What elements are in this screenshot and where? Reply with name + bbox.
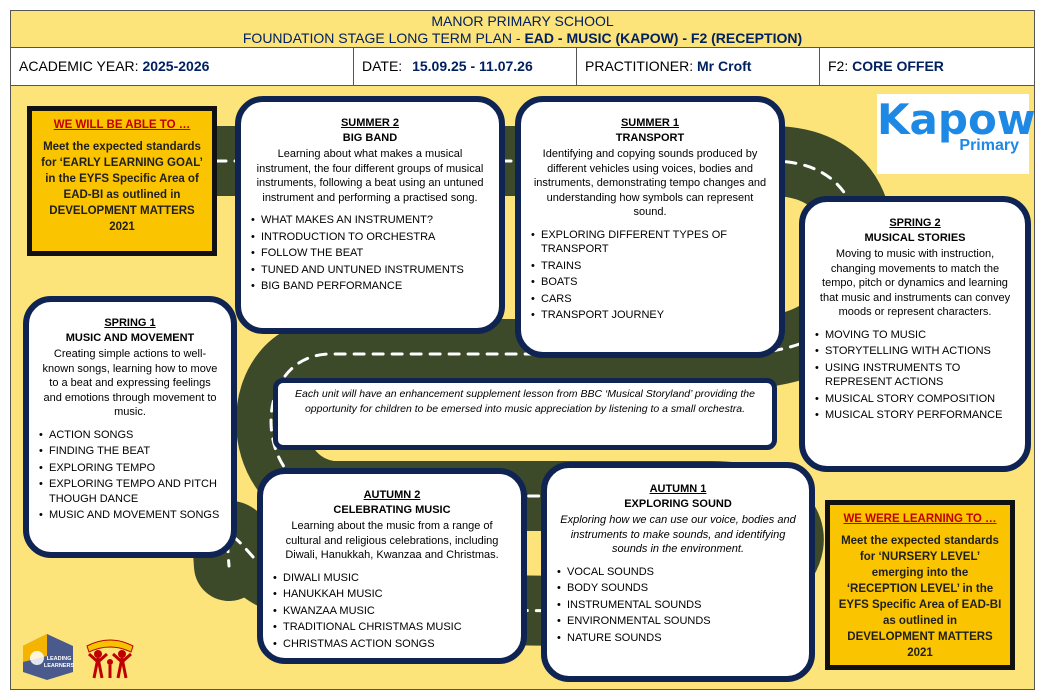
goal-text: Meet the expected standards for ‘EARLY L… xyxy=(41,141,203,233)
unit-card-spring-1: SPRING 1 MUSIC AND MOVEMENT Creating sim… xyxy=(23,296,237,558)
prior-text: Meet the expected standards for ‘NURSERY… xyxy=(838,535,1002,659)
list-item: KWANZAA MUSIC xyxy=(273,604,511,619)
unit-description: Learning about what makes a musical inst… xyxy=(256,148,484,204)
kapow-logo-sub: Primary xyxy=(959,137,1019,154)
list-item: BOATS xyxy=(531,275,769,290)
list-item: INTRODUCTION TO ORCHESTRA xyxy=(251,230,489,245)
unit-description: Creating simple actions to well-known so… xyxy=(42,348,218,418)
unit-topic-list: MOVING TO MUSIC STORYTELLING WITH ACTION… xyxy=(815,328,1015,423)
list-item: MUSIC AND MOVEMENT SONGS xyxy=(39,508,221,523)
offer-cell: F2: CORE OFFER xyxy=(820,48,1034,85)
list-item: DIWALI MUSIC xyxy=(273,571,511,586)
goal-box: WE WILL BE ABLE TO … Meet the expected s… xyxy=(27,106,217,256)
prior-learning-box: WE WERE LEARNING TO … Meet the expected … xyxy=(825,500,1015,670)
list-item: FOLLOW THE BEAT xyxy=(251,246,489,261)
date-label: DATE: xyxy=(362,58,403,74)
leading-learners-text-2: LEARNERS xyxy=(44,663,75,669)
plan-title-prefix: FOUNDATION STAGE LONG TERM PLAN - xyxy=(242,30,525,46)
unit-title: TRANSPORT xyxy=(615,131,685,144)
list-item: BIG BAND PERFORMANCE xyxy=(251,279,489,294)
list-item: TUNED AND UNTUNED INSTRUMENTS xyxy=(251,263,489,278)
list-item: EXPLORING TEMPO xyxy=(39,461,221,476)
leading-learners-logo: LEADING LEARNERS xyxy=(19,632,77,682)
list-item: ACTION SONGS xyxy=(39,428,221,443)
unit-title: CELEBRATING MUSIC xyxy=(333,503,451,516)
enhancement-note: Each unit will have an enhancement suppl… xyxy=(273,378,777,450)
school-name: MANOR PRIMARY SCHOOL xyxy=(431,13,614,29)
date-cell: DATE: 15.09.25 - 11.07.26 xyxy=(354,48,577,85)
unit-card-summer-1: SUMMER 1 TRANSPORT Identifying and copyi… xyxy=(515,96,785,358)
list-item: MUSICAL STORY PERFORMANCE xyxy=(815,408,1015,423)
plan-area: WE WILL BE ABLE TO … Meet the expected s… xyxy=(10,86,1035,690)
plan-title: FOUNDATION STAGE LONG TERM PLAN - EAD - … xyxy=(11,30,1034,47)
list-item: WHAT MAKES AN INSTRUMENT? xyxy=(251,213,489,228)
prior-heading: WE WERE LEARNING TO … xyxy=(843,513,997,525)
unit-term: SPRING 1 xyxy=(104,317,156,329)
list-item: TRADITIONAL CHRISTMAS MUSIC xyxy=(273,620,511,635)
practitioner-cell: PRACTITIONER: Mr Croft xyxy=(577,48,820,85)
list-item: ENVIRONMENTAL SOUNDS xyxy=(557,614,799,629)
offer-label: F2: xyxy=(828,58,849,74)
school-crest-icon xyxy=(86,639,134,679)
date-value: 15.09.25 - 11.07.26 xyxy=(412,58,533,74)
list-item: STORYTELLING WITH ACTIONS xyxy=(815,344,1015,359)
list-item: MOVING TO MUSIC xyxy=(815,328,1015,343)
list-item: NATURE SOUNDS xyxy=(557,631,799,646)
unit-title: MUSICAL STORIES xyxy=(864,231,966,244)
unit-card-summer-2: SUMMER 2 BIG BAND Learning about what ma… xyxy=(235,96,505,334)
practitioner-value: Mr Croft xyxy=(697,58,752,74)
unit-topic-list: WHAT MAKES AN INSTRUMENT? INTRODUCTION T… xyxy=(251,213,489,294)
unit-term: SUMMER 2 xyxy=(340,117,400,129)
unit-description: Exploring how we can use our voice, bodi… xyxy=(560,514,796,555)
unit-topic-list: ACTION SONGS FINDING THE BEAT EXPLORING … xyxy=(39,428,221,523)
list-item: EXPLORING DIFFERENT TYPES OF TRANSPORT xyxy=(531,228,769,257)
list-item: BODY SOUNDS xyxy=(557,581,799,596)
unit-term: SPRING 2 xyxy=(889,217,941,229)
unit-description: Moving to music with instruction, changi… xyxy=(819,248,1011,318)
unit-card-autumn-1: AUTUMN 1 EXPLORING SOUND Exploring how w… xyxy=(541,462,815,682)
goal-heading: WE WILL BE ABLE TO … xyxy=(53,119,191,131)
unit-description: Learning about the music from a range of… xyxy=(285,520,499,561)
list-item: FINDING THE BEAT xyxy=(39,444,221,459)
unit-topic-list: EXPLORING DIFFERENT TYPES OF TRANSPORT T… xyxy=(531,228,769,323)
list-item: TRAINS xyxy=(531,259,769,274)
list-item: INSTRUMENTAL SOUNDS xyxy=(557,598,799,613)
unit-topic-list: VOCAL SOUNDS BODY SOUNDS INSTRUMENTAL SO… xyxy=(557,565,799,646)
kapow-primary-logo: Kapow Primary xyxy=(877,94,1035,174)
unit-title: EXPLORING SOUND xyxy=(624,497,732,510)
school-crest-logo xyxy=(81,632,139,682)
list-item: VOCAL SOUNDS xyxy=(557,565,799,580)
page-title: MANOR PRIMARY SCHOOL FOUNDATION STAGE LO… xyxy=(10,10,1035,48)
kapow-logo-main: Kapow xyxy=(877,95,1035,144)
leading-learners-text: LEADING xyxy=(47,656,72,662)
offer-value: CORE OFFER xyxy=(852,58,944,74)
unit-term: AUTUMN 2 xyxy=(363,489,421,501)
list-item: CHRISTMAS ACTION SONGS xyxy=(273,637,511,652)
list-item: MUSICAL STORY COMPOSITION xyxy=(815,392,1015,407)
academic-year-label: ACADEMIC YEAR: xyxy=(19,58,139,74)
unit-description: Identifying and copying sounds produced … xyxy=(533,148,767,218)
unit-term: AUTUMN 1 xyxy=(649,483,707,495)
academic-year-value: 2025-2026 xyxy=(142,58,210,74)
leading-learners-badge-icon: LEADING LEARNERS xyxy=(23,634,75,680)
unit-term: SUMMER 1 xyxy=(620,117,680,129)
academic-year-cell: ACADEMIC YEAR: 2025-2026 xyxy=(11,48,354,85)
unit-card-autumn-2: AUTUMN 2 CELEBRATING MUSIC Learning abou… xyxy=(257,468,527,664)
list-item: HANUKKAH MUSIC xyxy=(273,587,511,602)
unit-card-spring-2: SPRING 2 MUSICAL STORIES Moving to music… xyxy=(799,196,1031,472)
unit-title: MUSIC AND MOVEMENT xyxy=(65,331,195,344)
info-bar: ACADEMIC YEAR: 2025-2026 DATE: 15.09.25 … xyxy=(10,48,1035,86)
unit-title: BIG BAND xyxy=(342,131,398,144)
list-item: USING INSTRUMENTS TO REPRESENT ACTIONS xyxy=(815,361,1015,390)
unit-topic-list: DIWALI MUSIC HANUKKAH MUSIC KWANZAA MUSI… xyxy=(273,571,511,652)
list-item: CARS xyxy=(531,292,769,307)
list-item: EXPLORING TEMPO AND PITCH THOUGH DANCE xyxy=(39,477,221,506)
practitioner-label: PRACTITIONER: xyxy=(585,58,694,74)
list-item: TRANSPORT JOURNEY xyxy=(531,308,769,323)
plan-title-strong: EAD - MUSIC (KAPOW) - F2 (RECEPTION) xyxy=(524,30,803,46)
